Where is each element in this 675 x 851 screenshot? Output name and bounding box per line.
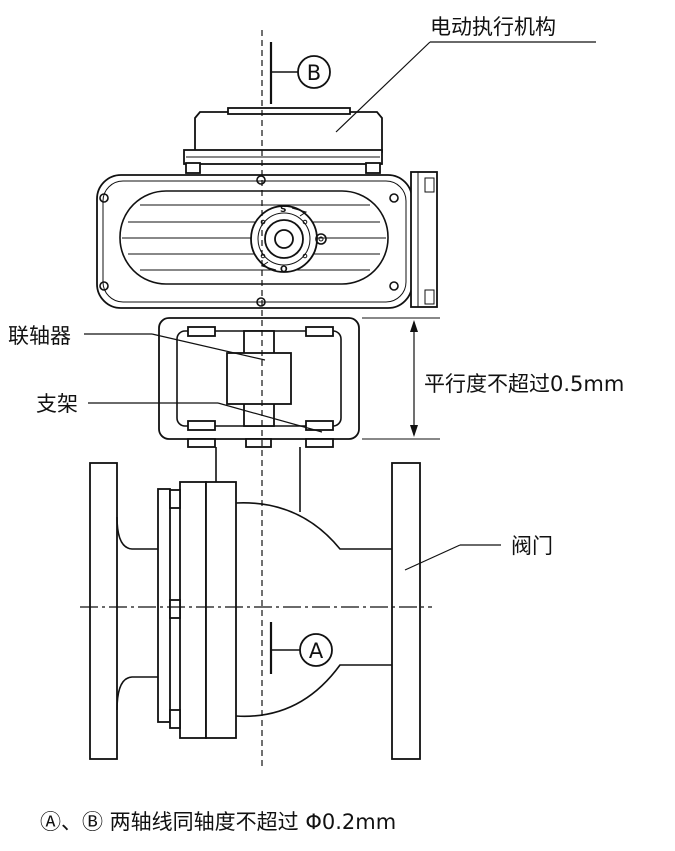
bracket-callout: 支架 [36,392,323,433]
bracket [158,317,360,448]
actuator-body: S O [96,171,438,309]
actuator-top-cover [183,107,383,174]
datum-b-marker: B [269,42,331,104]
parallelism-label: 平行度不超过0.5mm [424,372,624,396]
datum-a-label: A [309,639,324,663]
coupling-label: 联轴器 [8,324,71,348]
valve-label: 阀门 [511,534,553,558]
actuator-callout: 电动执行机构 [335,15,596,133]
valve-body [89,447,421,760]
datum-b-label: B [307,61,321,85]
bracket-label: 支架 [36,392,78,416]
knob-o-label: O [280,265,288,275]
coupling-callout: 联轴器 [8,324,266,361]
knob-s-label: S [280,205,286,215]
coaxiality-note: Ⓐ、Ⓑ 两轴线同轴度不超过 Φ0.2mm [40,810,396,834]
datum-a-marker: A [269,622,333,674]
parallelism-dimension: 平行度不超过0.5mm [362,317,624,440]
valve-callout: 阀门 [404,534,553,571]
actuator-label: 电动执行机构 [430,15,556,39]
